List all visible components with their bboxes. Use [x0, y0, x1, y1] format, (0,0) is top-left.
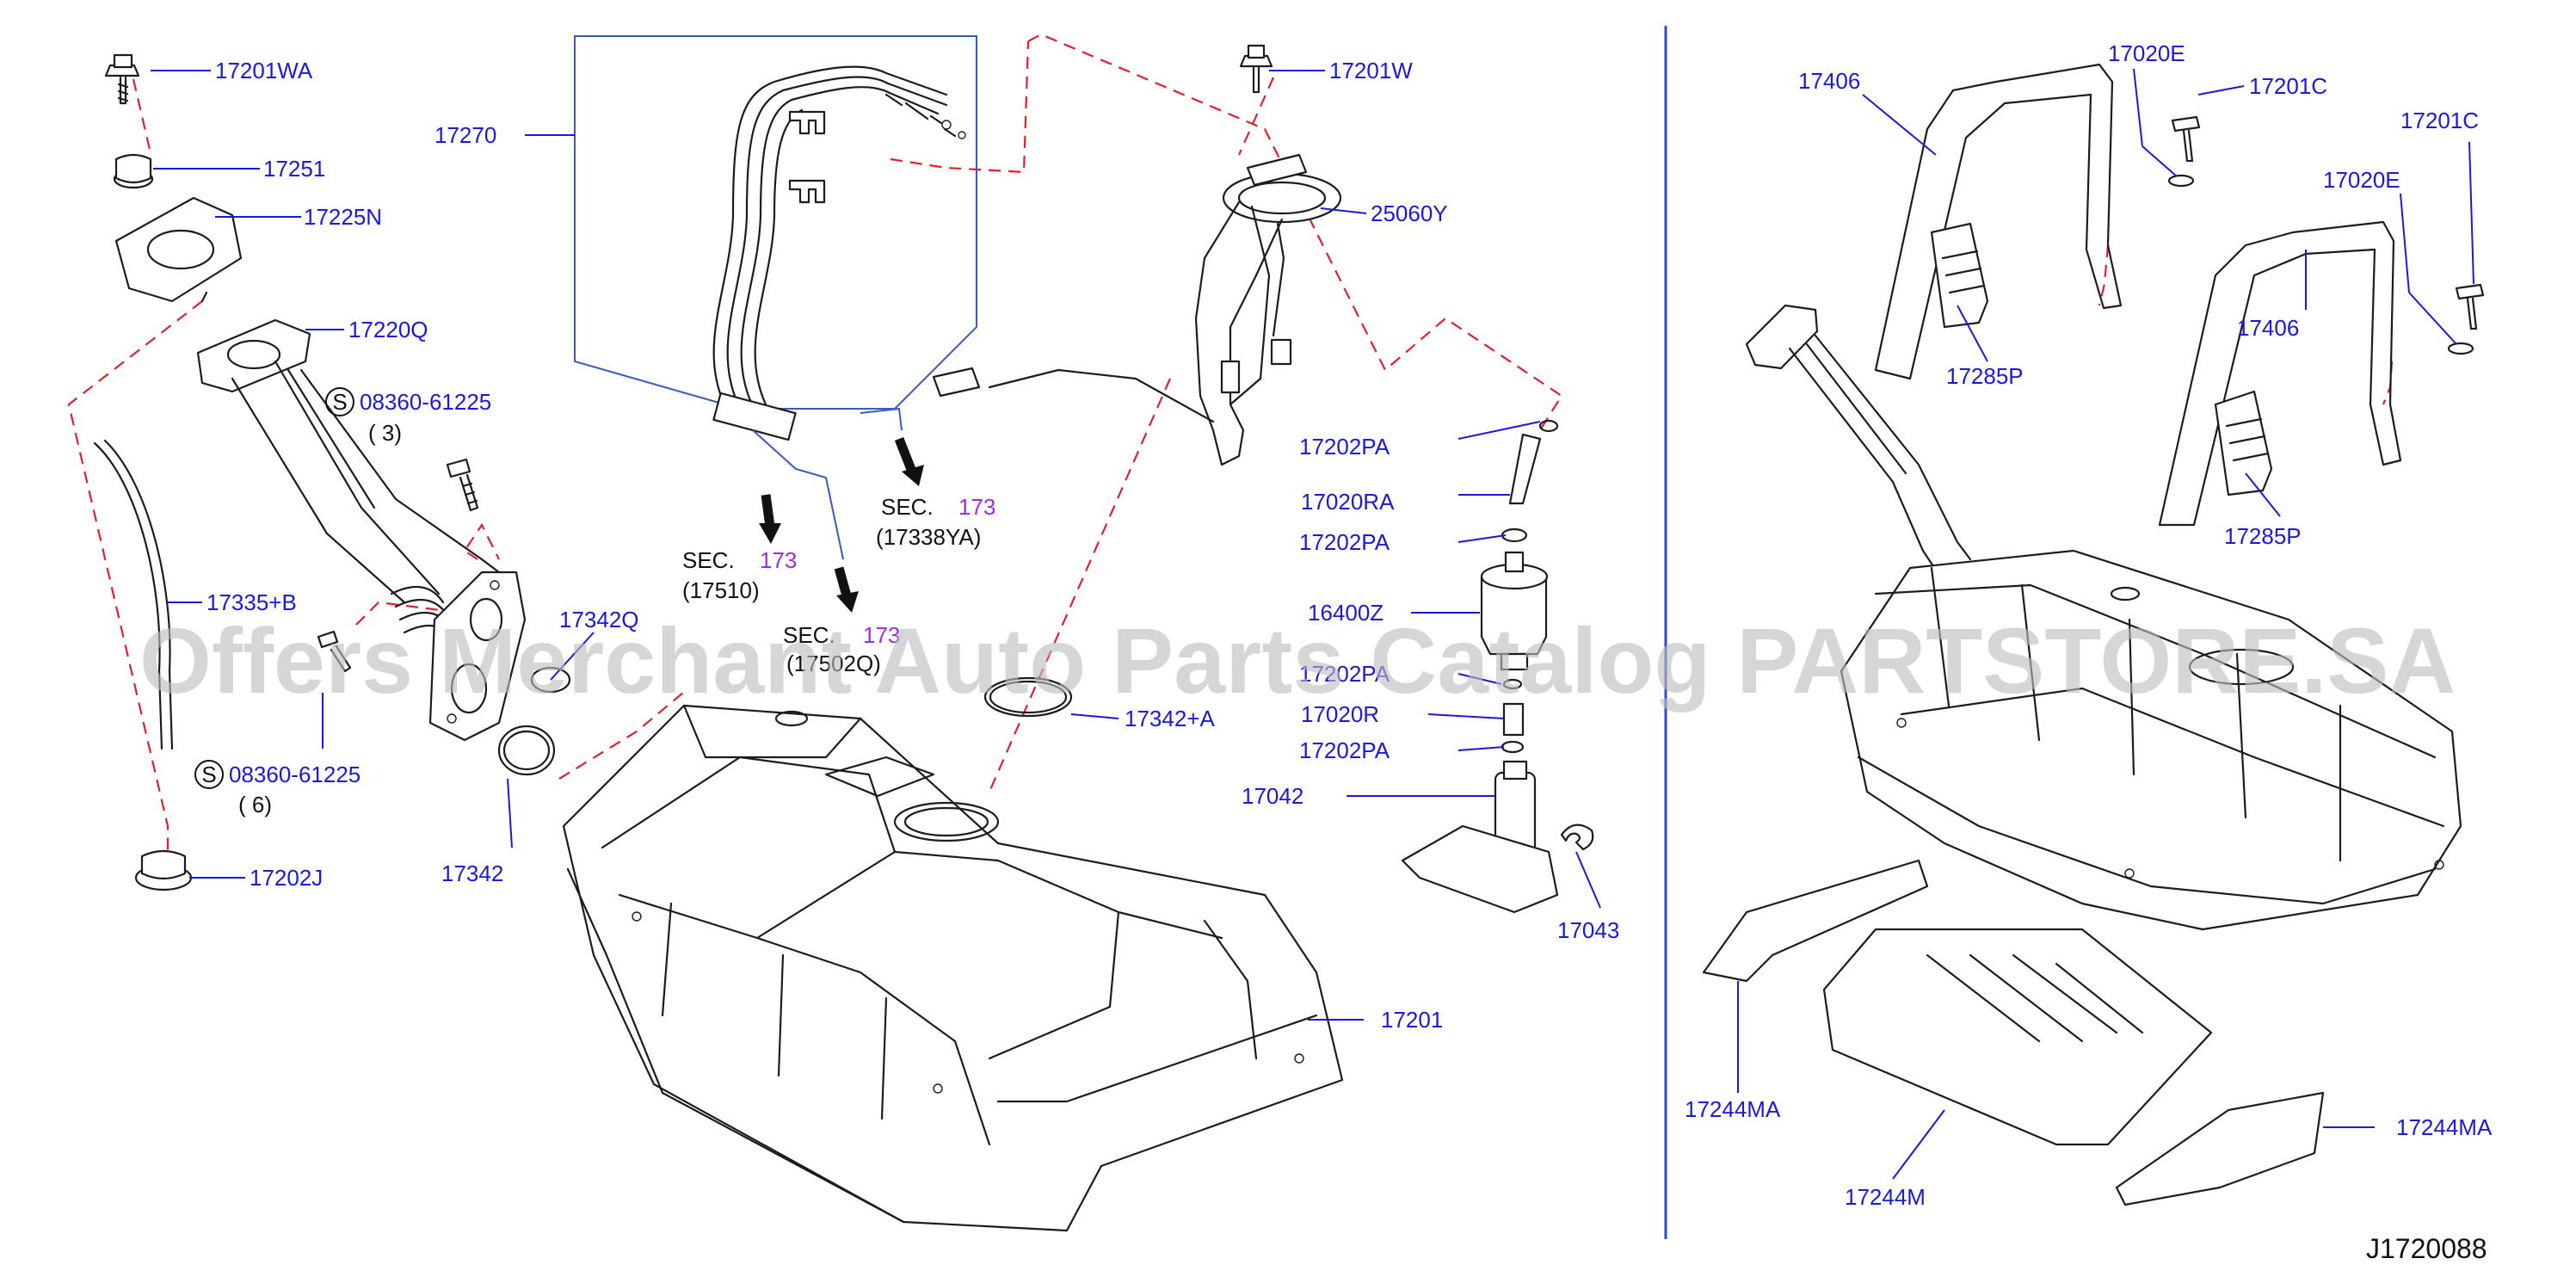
label-17202pa-b: 17202PA — [1299, 529, 1390, 555]
label-08360-61225-a: 08360-61225 — [360, 389, 491, 415]
sec-ref-2-prefix: SEC. — [682, 547, 735, 573]
label-17202j: 17202J — [250, 865, 323, 891]
label-17244ma-a: 17244MA — [1685, 1096, 1781, 1122]
label-16400z: 16400Z — [1308, 600, 1384, 626]
heat-shields — [1702, 859, 2325, 1206]
label-25060y: 25060Y — [1371, 200, 1448, 226]
label-qty-6: ( 6) — [238, 792, 272, 817]
o-ring-icon — [983, 676, 1073, 718]
label-17406-b: 17406 — [2237, 315, 2299, 341]
sec-ref-1-code: (17338YA) — [876, 524, 981, 550]
diagram-code: J1720088 — [2366, 1233, 2487, 1264]
label-17244ma-b: 17244MA — [2396, 1114, 2493, 1140]
label-17251: 17251 — [263, 156, 325, 182]
label-17342a: 17342+A — [1125, 706, 1215, 731]
label-17201wa: 17201WA — [215, 58, 313, 83]
label-17244m: 17244M — [1845, 1184, 1926, 1210]
dashed-links — [67, 33, 2394, 861]
label-17201w: 17201W — [1329, 58, 1413, 83]
section-arrows — [752, 407, 924, 613]
filler-components — [93, 53, 571, 891]
label-08360-61225-b: 08360-61225 — [229, 762, 361, 787]
label-17043: 17043 — [1557, 917, 1619, 943]
fuel-tank-left — [562, 704, 1344, 1232]
label-17406-a: 17406 — [1798, 68, 1860, 94]
label-17201c-b: 17201C — [2400, 108, 2479, 133]
tank-straps — [1874, 63, 2485, 527]
label-qty-3: ( 3) — [368, 420, 402, 446]
s-mark-label: S — [201, 762, 216, 787]
label-17285p-a: 17285P — [1946, 363, 2024, 389]
sender-unit — [932, 44, 1342, 466]
label-17020ra: 17020RA — [1301, 489, 1395, 515]
label-17342: 17342 — [441, 861, 503, 886]
label-17335b: 17335+B — [206, 589, 297, 615]
section-references: SEC. 173 (17338YA) SEC. 173 (17510) SEC.… — [682, 494, 995, 676]
label-17202pa-d: 17202PA — [1299, 737, 1390, 763]
label-17201: 17201 — [1381, 1007, 1443, 1033]
watermark-text: Offers Merchant Auto Parts Catalog PARTS… — [139, 608, 2456, 713]
label-17202pa-a: 17202PA — [1299, 434, 1390, 460]
s-marks: S S — [194, 387, 354, 789]
sec-ref-2-number: 173 — [760, 547, 797, 573]
label-17342q: 17342Q — [559, 607, 639, 632]
label-17285p-b: 17285P — [2224, 523, 2302, 549]
sec-ref-1-prefix: SEC. — [881, 494, 934, 520]
part-labels: 17201WA 17251 17225N 17220Q 17270 08360-… — [206, 40, 2493, 1210]
label-17020r: 17020R — [1301, 701, 1379, 727]
sec-ref-3-code: (17502Q) — [786, 651, 881, 676]
sec-ref-3-prefix: SEC. — [783, 622, 835, 648]
fuel-pump-stack — [1401, 419, 1594, 914]
label-17020e-a: 17020E — [2108, 40, 2185, 66]
s-mark-label: S — [332, 389, 347, 415]
label-17042: 17042 — [1242, 783, 1303, 809]
label-17020e-b: 17020E — [2323, 167, 2400, 193]
sec-ref-1-number: 173 — [958, 494, 995, 520]
sec-ref-2-code: (17510) — [682, 577, 760, 603]
label-17225n: 17225N — [304, 204, 382, 230]
tube-assembly-box — [525, 35, 977, 441]
label-17202pa-c: 17202PA — [1299, 661, 1390, 687]
leader-lines — [151, 68, 2474, 1180]
label-17201c-a: 17201C — [2249, 73, 2327, 99]
label-17270: 17270 — [434, 122, 496, 148]
fuel-tank-right — [1745, 304, 2462, 931]
label-17220q: 17220Q — [348, 317, 428, 342]
sec-ref-3-number: 173 — [863, 622, 900, 648]
